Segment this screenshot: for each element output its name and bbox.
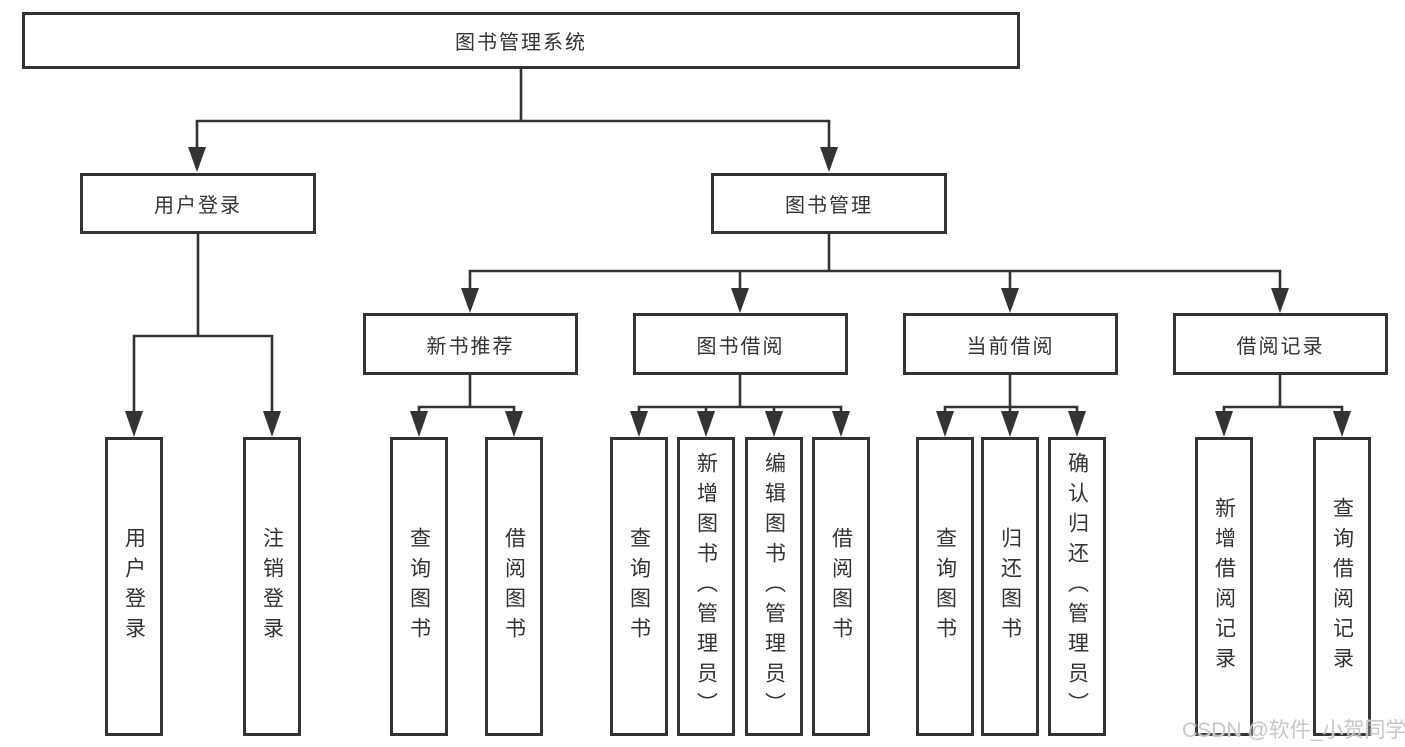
node-label: 借阅图书 [502,526,526,647]
arrow-down-icon [731,288,749,313]
arrow-down-icon [936,411,954,437]
node-label: 当前借阅 [966,335,1055,358]
node-label: 查询借阅记录 [1330,496,1354,677]
arrow-down-icon [697,411,715,437]
node-label: 图书借阅 [696,335,785,358]
node-label: 图书管理 [785,195,873,217]
node-label: 新书推荐 [426,335,515,358]
node-book-management: 图书管理 [711,173,947,234]
arrow-down-icon [188,147,206,172]
leaf-user-login: 用户登录 [105,437,163,736]
node-label: 新增借阅记录 [1212,496,1236,677]
leaf-records-add-borrow-record: 新增借阅记录 [1195,437,1253,736]
node-label: 图书管理系统 [455,32,587,54]
arrow-down-icon [125,411,143,437]
leaf-newrec-query-books: 查询图书 [390,437,448,736]
node-root-system: 图书管理系统 [22,12,1020,69]
leaf-borrow-add-books-admin: 新增图书（管理员） [677,437,735,736]
leaf-borrow-borrow-books: 借阅图书 [812,437,870,736]
arrow-down-icon [1001,288,1019,313]
node-book-borrow: 图书借阅 [633,313,848,375]
leaf-records-query-borrow-record: 查询借阅记录 [1313,437,1371,736]
node-label: 归还图书 [998,526,1022,647]
csdn-watermark: CSDN @软件_小贺同学 [1182,719,1405,742]
arrow-down-icon [505,411,523,437]
arrow-down-icon [1333,411,1351,437]
arrow-down-icon [410,411,428,437]
node-label: 借阅记录 [1236,335,1325,358]
node-label: 注销登录 [260,526,284,647]
arrow-down-icon [1215,411,1233,437]
connector-lines [132,67,1344,416]
node-label: 新增图书（管理员） [694,451,718,722]
leaf-current-return-books: 归还图书 [981,437,1039,736]
arrow-down-icon [630,411,648,437]
arrow-down-icon [263,411,281,437]
leaf-borrow-edit-books-admin: 编辑图书（管理员） [745,437,803,736]
leaf-newrec-borrow-books: 借阅图书 [485,437,543,736]
arrow-down-icon [1068,411,1086,437]
arrowheads [125,147,1351,437]
node-label: 用户登录 [154,195,242,217]
node-borrow-records: 借阅记录 [1173,313,1388,375]
node-label: 查询图书 [933,526,957,647]
leaf-current-confirm-return-admin: 确认归还（管理员） [1048,437,1106,736]
arrow-down-icon [461,288,479,313]
node-user-login: 用户登录 [80,173,316,234]
arrow-down-icon [820,147,838,172]
leaf-current-query-books: 查询图书 [916,437,974,736]
arrow-down-icon [832,411,850,437]
node-current-borrow: 当前借阅 [903,313,1118,375]
leaf-logout: 注销登录 [243,437,301,736]
arrow-down-icon [1001,411,1019,437]
arrow-down-icon [765,411,783,437]
arrow-down-icon [1271,288,1289,313]
node-label: 借阅图书 [829,526,853,647]
node-label: 编辑图书（管理员） [762,451,786,722]
node-label: 查询图书 [627,526,651,647]
node-label: 确认归还（管理员） [1065,451,1089,722]
node-new-book-recommend: 新书推荐 [363,313,578,375]
node-label: 查询图书 [407,526,431,647]
leaf-borrow-query-books: 查询图书 [610,437,668,736]
node-label: 用户登录 [122,526,146,647]
